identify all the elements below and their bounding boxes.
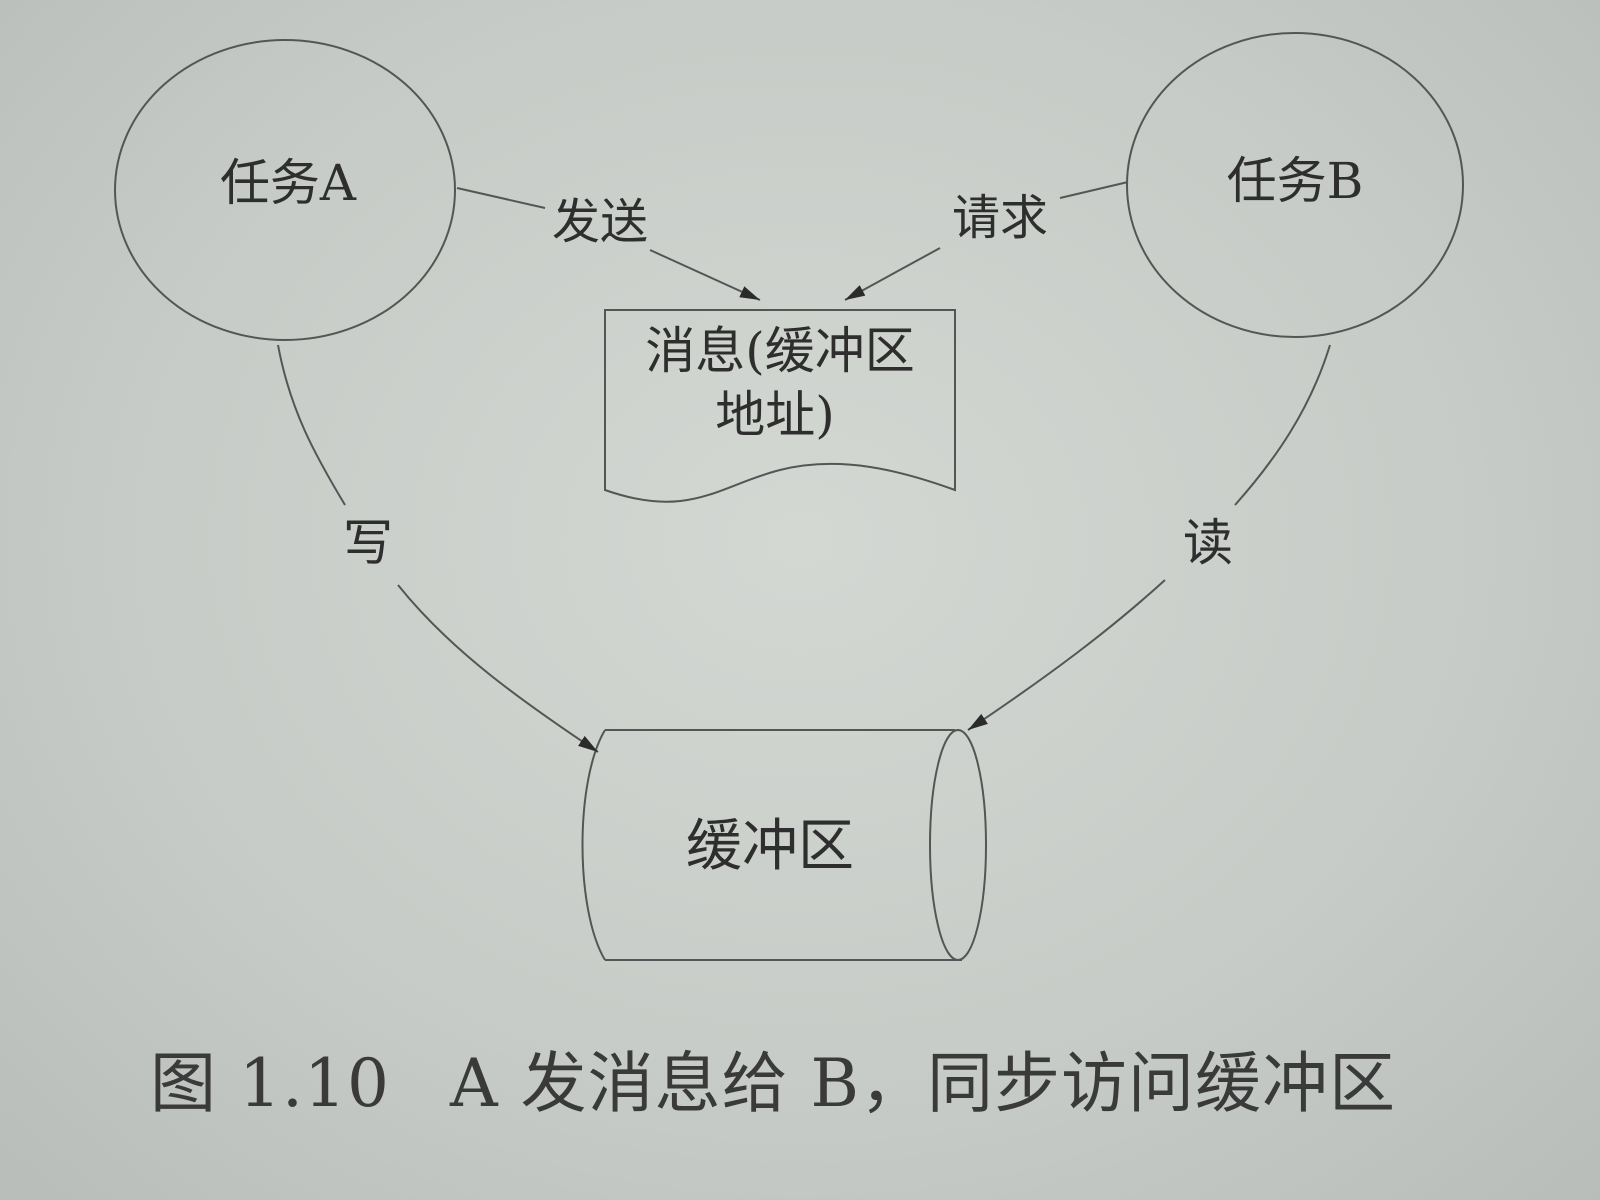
figure-caption: 图 1.10 A 发消息给 B，同步访问缓冲区 <box>150 1030 1450 1126</box>
edge-write-arrow <box>397 584 599 753</box>
task-b-node <box>1126 32 1464 338</box>
figure-number: 图 1.10 <box>150 1045 390 1122</box>
edge-request-arrow <box>844 247 941 301</box>
edge-read-label: 读 <box>1183 514 1233 572</box>
figure-caption-text: A 发消息给 B，同步访问缓冲区 <box>449 1045 1397 1122</box>
message-document-node <box>604 309 956 503</box>
edge-write-label: 写 <box>343 514 393 572</box>
buffer-label: 缓冲区 <box>686 814 854 879</box>
edge-read-line-b <box>1234 344 1331 506</box>
edge-send-label: 发送 <box>552 194 648 250</box>
task-a-label: 任务A <box>220 154 357 212</box>
edge-send-arrow <box>649 249 761 301</box>
edge-write-line-a <box>277 344 346 506</box>
edge-send-line-a <box>456 187 546 209</box>
task-a-node <box>114 39 456 341</box>
message-label-line1: 消息(缓冲区 <box>645 322 915 380</box>
buffer-cylinder-body <box>581 729 962 961</box>
edge-request-line-b <box>1059 181 1129 199</box>
task-b-label: 任务B <box>1227 152 1364 210</box>
message-label-line2: 地址) <box>715 386 835 444</box>
edge-request-label: 请求 <box>952 190 1048 246</box>
buffer-cylinder-end <box>929 729 987 961</box>
edge-read-arrow <box>967 579 1166 731</box>
